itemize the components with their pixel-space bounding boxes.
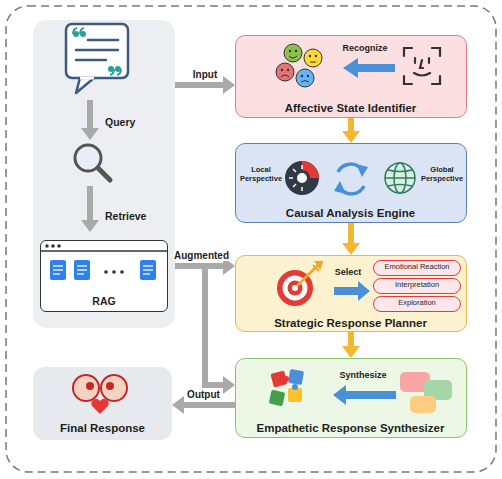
text-holder: Exploration bbox=[374, 299, 460, 308]
flow-arrow bbox=[342, 118, 360, 143]
arrow-head bbox=[342, 243, 360, 255]
box-title: Empathetic Response Synthesizer bbox=[236, 422, 465, 435]
cycle-head bbox=[356, 164, 368, 177]
box-text: Local Perspective bbox=[239, 166, 283, 183]
face-features bbox=[281, 50, 317, 82]
text-holder: Emotional Reaction bbox=[374, 263, 460, 272]
dashed-border bbox=[6, 6, 496, 472]
text-holder: Select bbox=[326, 267, 370, 277]
puzzle-icon bbox=[269, 369, 304, 406]
edge-label: Output bbox=[186, 389, 221, 400]
flow-arrow bbox=[342, 223, 360, 255]
arrow-line bbox=[175, 82, 225, 88]
recognize-arrow bbox=[343, 58, 395, 78]
arrow-head bbox=[172, 396, 184, 414]
box-text: Select bbox=[326, 267, 370, 277]
flow-arrow bbox=[168, 266, 235, 394]
select-arrow bbox=[334, 281, 370, 301]
label-holder: Augmented bbox=[173, 250, 230, 261]
label-holder: Input bbox=[192, 69, 218, 80]
text-holder: Retrieve bbox=[105, 210, 169, 222]
chat-bubbles-icon bbox=[400, 372, 452, 413]
flow-arrow bbox=[342, 332, 360, 358]
synthesize-arrow bbox=[333, 385, 396, 405]
emotion-faces-icon bbox=[276, 44, 322, 87]
option-pill: Interpretation bbox=[373, 278, 461, 294]
arrow-line bbox=[182, 402, 235, 408]
text-holder: Empathetic Response Synthesizer bbox=[236, 422, 465, 435]
edge-label: Input bbox=[192, 69, 218, 80]
target-icon bbox=[277, 262, 322, 306]
box-text: Interpretation bbox=[374, 281, 460, 290]
retrieve-arrow bbox=[81, 186, 99, 232]
text-holder: Local Perspective bbox=[239, 166, 283, 183]
empathy-heads-icon bbox=[73, 375, 127, 414]
text-holder: RAG bbox=[41, 295, 167, 307]
option-pill: Exploration bbox=[373, 296, 461, 312]
text-holder: Final Response bbox=[33, 422, 172, 435]
cycle-head bbox=[334, 181, 346, 194]
box-text: Final Response bbox=[33, 422, 172, 435]
process-box: Local Perspective Global PerspectiveCausa… bbox=[235, 143, 467, 223]
box-text: Emotional Reaction bbox=[374, 263, 460, 272]
text-holder: Affective State Identifier bbox=[236, 102, 465, 115]
text-holder: Interpretation bbox=[374, 281, 460, 290]
arrow-line bbox=[348, 332, 354, 348]
arrow-line bbox=[348, 223, 354, 245]
chat-icon bbox=[66, 24, 128, 93]
arrow-head bbox=[342, 346, 360, 358]
box-text: Synthesize bbox=[328, 370, 398, 380]
box-text: Recognize bbox=[330, 43, 400, 53]
arrow-head bbox=[342, 131, 360, 143]
box-text: Global Perspective bbox=[419, 166, 465, 183]
text-holder: Global Perspective bbox=[419, 166, 465, 183]
arrow-head bbox=[223, 376, 235, 394]
globe-icon bbox=[385, 163, 415, 193]
text-holder: Strategic Response Planner bbox=[236, 317, 465, 330]
label-holder: Output bbox=[186, 389, 221, 400]
text-holder: Query bbox=[105, 116, 169, 128]
search-icon bbox=[75, 145, 110, 180]
text-holder: Causal Analysis Engine bbox=[236, 207, 465, 220]
text-holder: Recognize bbox=[330, 43, 400, 53]
arrow-line bbox=[348, 118, 354, 133]
gauge-icon bbox=[285, 161, 319, 195]
box-text: Query bbox=[105, 116, 169, 128]
arrow-line bbox=[168, 266, 225, 385]
query-arrow bbox=[81, 100, 99, 140]
box-title: Affective State Identifier bbox=[236, 102, 465, 115]
box-title: Retrieve bbox=[105, 210, 169, 222]
box-title: Strategic Response Planner bbox=[236, 317, 465, 330]
rag-window-icon bbox=[41, 244, 167, 280]
box-text: RAG bbox=[41, 295, 167, 307]
box-text: Exploration bbox=[374, 299, 460, 308]
arrow-head bbox=[223, 76, 235, 94]
face-scan-icon bbox=[404, 48, 440, 84]
option-pill: Emotional Reaction bbox=[373, 260, 461, 276]
box-title: Causal Analysis Engine bbox=[236, 207, 465, 220]
edge-label: Augmented bbox=[173, 250, 230, 261]
text-holder: Synthesize bbox=[328, 370, 398, 380]
